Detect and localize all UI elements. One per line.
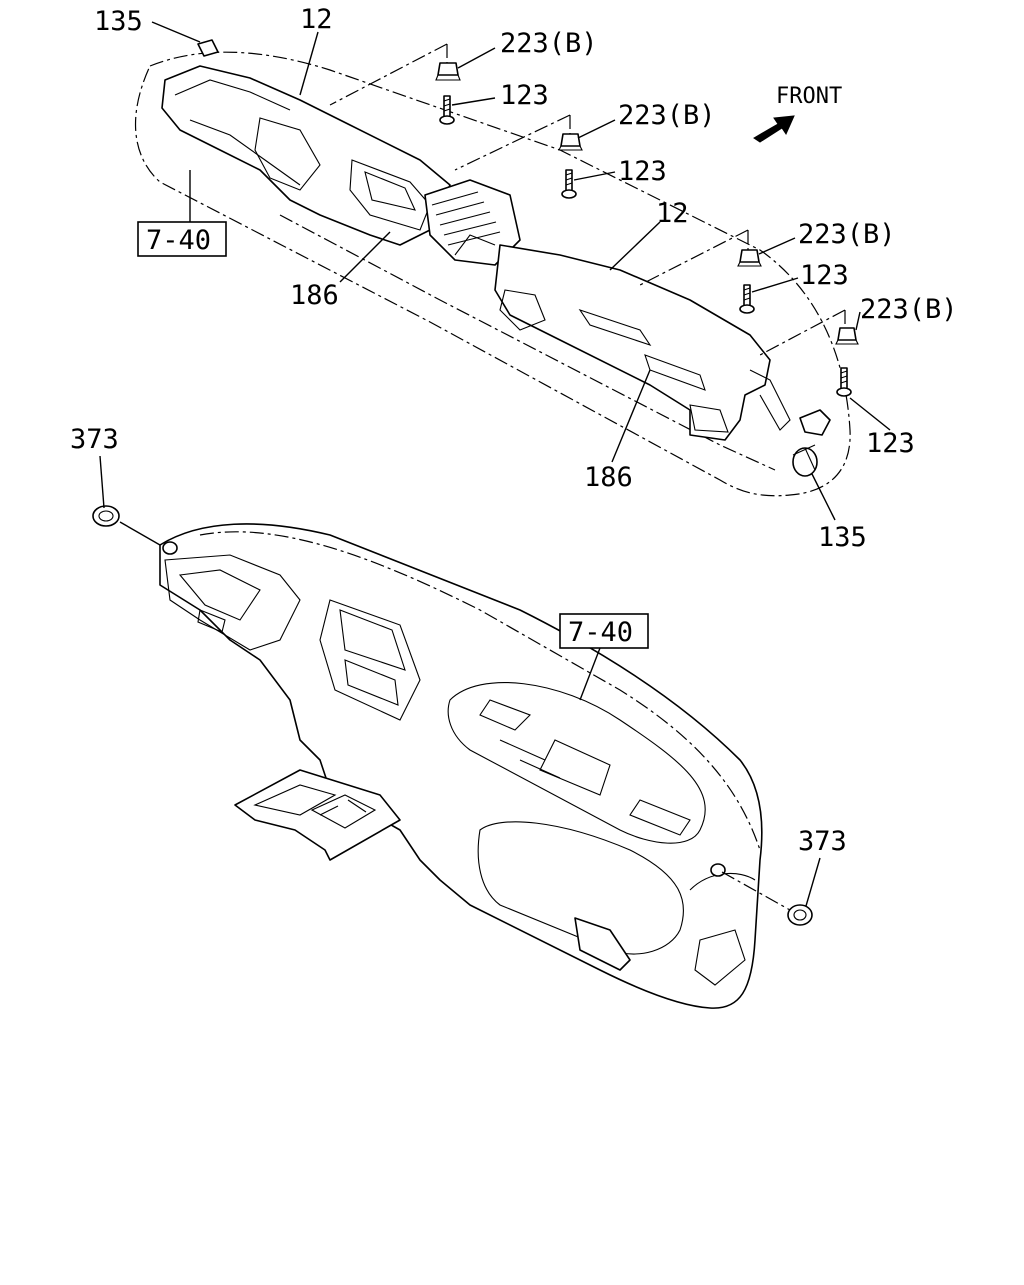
label-223b-2: 223(B) <box>618 100 716 131</box>
label-373-left: 373 <box>70 424 119 455</box>
callout-labels: 135 12 223(B) 123 223(B) 123 12 223(B) 1… <box>70 4 958 857</box>
center-console <box>234 769 401 861</box>
label-123-2: 123 <box>618 156 667 187</box>
ref-7-40-mid: 7-40 <box>568 617 633 648</box>
screw-123-4 <box>836 367 852 397</box>
screw-123-2 <box>561 169 577 199</box>
glove-box <box>477 821 684 955</box>
grommets-373 <box>92 505 813 926</box>
side-vent-right <box>799 409 831 436</box>
label-186-left: 186 <box>290 280 339 311</box>
label-223b-1: 223(B) <box>500 28 598 59</box>
front-arrow-icon <box>753 115 795 143</box>
clip-223b-4 <box>835 327 859 345</box>
passenger-face <box>447 682 706 844</box>
grommet-373-right <box>721 871 813 926</box>
front-label: FRONT <box>776 84 842 109</box>
ref-box-mid: 7-40 <box>559 613 649 649</box>
label-373-right: 373 <box>798 826 847 857</box>
ref-box-top: 7-40 <box>137 221 227 257</box>
label-223b-3: 223(B) <box>798 219 896 250</box>
label-123-1: 123 <box>500 80 549 111</box>
instrument-panel <box>159 523 763 1009</box>
duct-left <box>161 65 451 246</box>
label-12-mid: 12 <box>656 198 689 229</box>
label-123-3: 123 <box>800 260 849 291</box>
label-135-top: 135 <box>94 6 143 37</box>
duct-right <box>494 244 771 441</box>
cluster-opening <box>319 599 421 721</box>
clip-223b-1 <box>435 62 461 81</box>
label-223b-4: 223(B) <box>860 294 958 325</box>
plug-135-right <box>792 447 818 477</box>
leader-lines <box>99 21 891 907</box>
label-12-top: 12 <box>300 4 333 35</box>
upper-duct-assembly <box>134 39 851 497</box>
panel-front-edge <box>279 214 776 471</box>
front-indicator: FRONT <box>753 84 842 143</box>
fasteners <box>329 43 859 397</box>
label-186-right: 186 <box>584 462 633 493</box>
label-135-bottom: 135 <box>818 522 867 553</box>
ref-7-40-top: 7-40 <box>146 225 211 256</box>
clip-223b-3 <box>737 249 762 267</box>
clip-135-left <box>197 39 219 57</box>
label-123-4: 123 <box>866 428 915 459</box>
panel-outline-top <box>134 51 851 497</box>
clip-223b-2 <box>558 133 583 151</box>
screw-123-3 <box>739 284 755 314</box>
screw-123-1 <box>439 95 455 125</box>
panel-body <box>159 523 763 1009</box>
grommet-373-left <box>92 505 161 546</box>
